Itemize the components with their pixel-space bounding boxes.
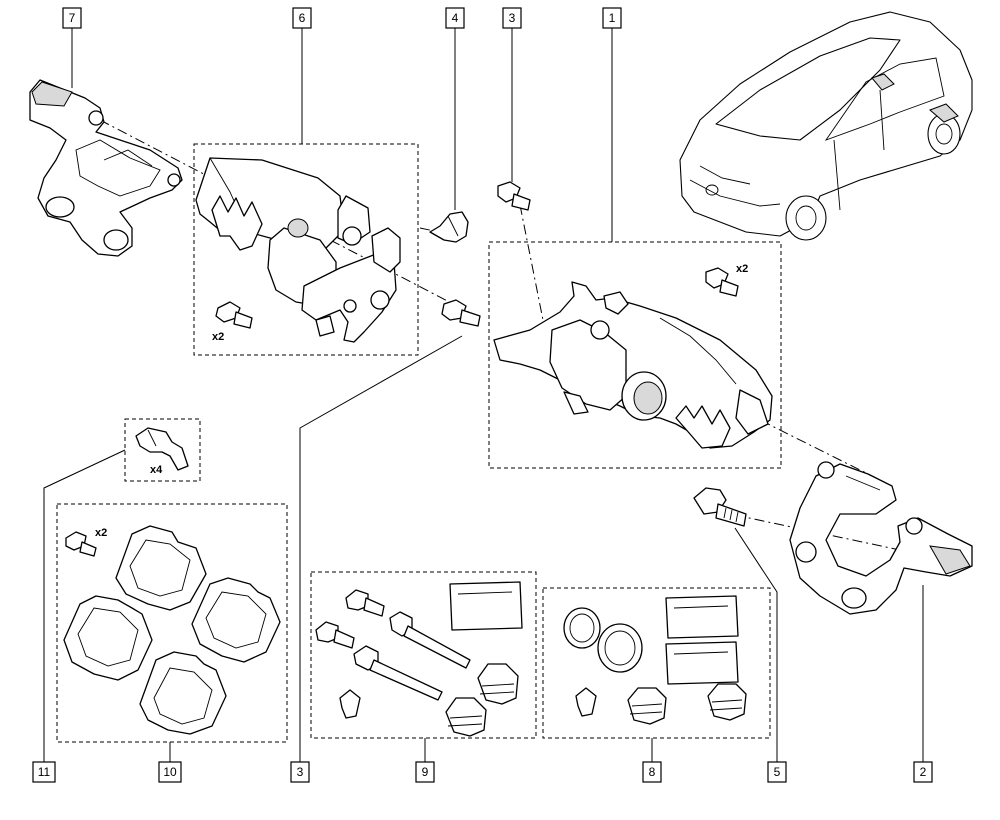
callout-8: 8 <box>642 761 662 783</box>
svg-text:7: 7 <box>69 11 76 25</box>
assembly-axis-bolt3 <box>519 204 546 331</box>
svg-text:11: 11 <box>38 765 51 779</box>
group-frame-8 <box>542 587 771 739</box>
guide-pin-icon <box>389 611 471 669</box>
leader-11 <box>43 449 126 762</box>
bolt-icon <box>65 531 97 557</box>
dust-boot-icon <box>707 683 747 721</box>
brake-pad-icon <box>139 651 227 735</box>
svg-text:4: 4 <box>452 11 459 25</box>
callout-4: 4 <box>445 7 465 29</box>
callout-10: 10 <box>158 761 182 783</box>
leader-5 <box>734 527 778 762</box>
vehicle-illustration-icon <box>679 11 973 241</box>
callout-3-top: 3 <box>502 7 522 29</box>
brake-pad-icon <box>63 595 153 681</box>
bolt-icon <box>497 181 531 211</box>
svg-text:10: 10 <box>163 765 177 779</box>
callout-3-bottom: 3 <box>290 761 310 783</box>
retaining-clip-icon <box>135 427 189 471</box>
svg-text:6: 6 <box>299 11 306 25</box>
group-frame-9 <box>310 571 537 739</box>
grease-sachet-icon <box>449 581 523 631</box>
brake-caliper-icon <box>493 281 773 449</box>
brake-pad-icon <box>115 525 207 611</box>
callout-6: 6 <box>292 7 312 29</box>
callout-9: 9 <box>415 761 435 783</box>
assembly-axis-bleed <box>419 227 459 237</box>
svg-text:8: 8 <box>649 765 656 779</box>
assembly-axis-right <box>599 339 881 481</box>
bolt-icon <box>693 487 747 527</box>
leader-3-bottom <box>299 335 463 762</box>
bolt-icon <box>441 299 481 327</box>
group-frame-6 <box>193 143 419 356</box>
retaining-clip-icon <box>339 689 361 719</box>
guide-pin-icon <box>353 645 443 701</box>
caliper-carrier-icon <box>29 79 183 257</box>
bolt-icon <box>315 621 355 649</box>
caliper-carrier-icon <box>789 461 973 615</box>
bolt-icon <box>345 589 385 617</box>
grease-sachet-icon <box>665 641 739 685</box>
dust-boot-icon <box>627 687 667 725</box>
qty-pad-clips: x4 <box>150 464 163 476</box>
piston-seal-icon <box>563 607 601 649</box>
svg-text:2: 2 <box>920 765 927 779</box>
group-frame-10 <box>56 503 288 743</box>
brake-caliper-icon <box>195 157 401 343</box>
svg-text:3: 3 <box>509 11 516 25</box>
bleed-screw-icon <box>429 211 469 243</box>
qty-pad-bolts: x2 <box>95 527 107 539</box>
qty-slide-bolts: x2 <box>736 263 748 275</box>
callout-1: 1 <box>602 7 622 29</box>
svg-text:1: 1 <box>609 11 616 25</box>
dust-boot-icon <box>477 663 519 705</box>
piston-seal-icon <box>597 623 643 673</box>
svg-text:5: 5 <box>774 765 781 779</box>
callout-11: 11 <box>32 761 56 783</box>
bolt-icon <box>705 267 739 297</box>
callout-7: 7 <box>62 7 82 29</box>
brake-pad-icon <box>191 577 281 663</box>
qty-caliper-bolts: x2 <box>212 331 224 343</box>
group-frame-11 <box>124 418 201 482</box>
callout-2: 2 <box>913 761 933 783</box>
grease-sachet-icon <box>665 595 739 639</box>
svg-text:9: 9 <box>422 765 429 779</box>
bolt-icon <box>215 301 253 329</box>
retaining-clip-icon <box>575 687 597 717</box>
svg-text:3: 3 <box>297 765 304 779</box>
callout-5: 5 <box>767 761 787 783</box>
dust-boot-icon <box>445 697 487 737</box>
